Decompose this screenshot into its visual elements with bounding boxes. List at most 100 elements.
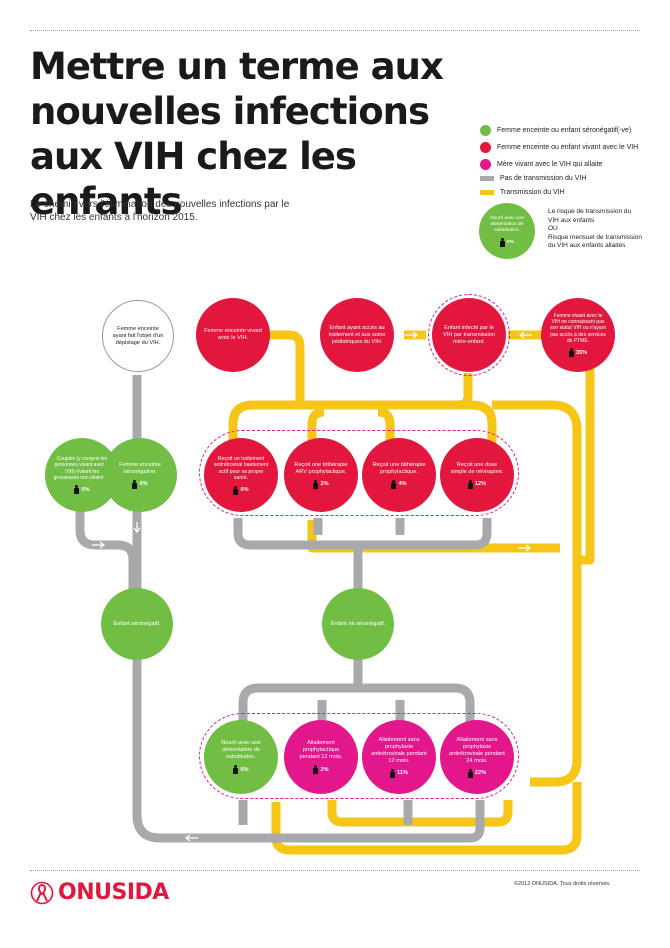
legend-label: Mère vivant avec le VIH qui allaite <box>497 161 603 168</box>
node-breastfeeding-12-months: Allaitement sans prophylaxie antirétrovi… <box>362 720 436 794</box>
feeding-options-group <box>199 713 519 799</box>
node-hiv-negative-woman: Femme enceinte séronégative. 0% <box>103 438 177 512</box>
gray-feeding-top-bus <box>238 683 475 722</box>
legend-item-transmission: Transmission du VIH <box>480 189 565 196</box>
green-circle-icon <box>480 125 491 136</box>
node-text: Femme enceinte vivant avec le VIH. <box>204 328 262 341</box>
legend-note-risk: Le risque de transmission du VIH aux enf… <box>548 208 632 224</box>
node-text: Enfant infecté par le VIH par transmissi… <box>443 324 495 345</box>
node-text: Reçoit une dose simple de névirapine. <box>450 461 504 475</box>
legend-note-monthly: Risque mensuel de transmission du VIH au… <box>548 233 642 250</box>
person-icon <box>233 765 239 774</box>
node-percent: 2% <box>313 479 329 489</box>
node-text: Allaitement sans prophylaxie antirétrovi… <box>371 736 427 764</box>
gray-bar-icon <box>480 176 494 181</box>
person-icon <box>391 479 397 489</box>
node-pregnant-woman-hiv: Femme enceinte vivant avec le VIH. <box>196 298 270 372</box>
node-percent: 4% <box>391 479 407 489</box>
node-single-dose-nevirapine: Reçoit une dose simple de névirapine. 12… <box>440 438 514 512</box>
node-percent: 0% <box>74 485 90 495</box>
red-circle-icon <box>480 142 491 153</box>
top-divider <box>30 30 640 31</box>
person-icon <box>467 768 473 778</box>
bottom-divider <box>30 870 640 871</box>
node-haart: Reçoit un traitement antirétroviral haut… <box>204 438 278 512</box>
legend-label: Transmission du VIH <box>500 189 565 196</box>
node-text: Allaitement sans prophylaxie antirétrovi… <box>449 736 505 764</box>
legend-label: Femme enceinte ou enfant vivant avec le … <box>497 144 639 151</box>
yellow-return-to-infected <box>271 782 582 855</box>
node-text: Couples (y compris les personnes vivant … <box>53 455 111 481</box>
gray-child-neg-down <box>132 655 218 843</box>
arrow-left-icon <box>519 331 532 339</box>
node-tested-pregnant-woman: Femme enceinte ayant fait l'objet d'un d… <box>102 300 174 372</box>
node-child-care-access: Enfant ayant accès au traitement et aux … <box>320 298 394 372</box>
node-child-infected: Enfant infecté par le VIH par transmissi… <box>428 294 510 376</box>
node-percent: 0% <box>233 485 249 495</box>
person-icon <box>132 479 138 489</box>
node-percent: 0% <box>233 765 249 774</box>
arrow-left-icon <box>185 834 198 842</box>
node-text: Femme vivant avec le VIH ne connaissant … <box>550 312 606 344</box>
node-text: Enfant né séronégatif. <box>330 620 386 627</box>
person-icon <box>74 485 80 495</box>
yellow-right-trunk <box>492 400 582 787</box>
node-unknown-status-woman: Femme vivant avec le VIH ne connaissant … <box>541 298 615 372</box>
legend-note: Le risque de transmission du VIH aux enf… <box>548 208 643 251</box>
node-replacement-feeding: Nourri avec une alimentation de substitu… <box>204 720 278 794</box>
legend-note-or: OU <box>548 225 558 232</box>
node-breastfeeding-24-months: Allaitement sans prophylaxie antirétrovi… <box>440 720 514 794</box>
node-percent: 2% <box>313 765 329 774</box>
legend-item-positive: Femme enceinte ou enfant vivant avec le … <box>480 142 638 153</box>
node-text: Reçoit une trithérapie ARV prophylactiqu… <box>294 461 348 475</box>
yellow-branch-bithérapie <box>377 407 395 452</box>
person-icon <box>313 479 319 489</box>
yellow-path-untested-to-treatments <box>457 373 473 410</box>
legend-item-breastfeeding: Mère vivant avec le VIH qui allaite <box>480 159 602 170</box>
onusida-logo: ONUSIDA <box>30 880 169 905</box>
legend-label: Pas de transmission du VIH <box>500 175 587 182</box>
person-icon <box>500 237 506 247</box>
node-born-negative-child: Enfant né séronégatif. <box>322 588 394 660</box>
yellow-bar-icon <box>480 190 494 195</box>
node-text: Enfant ayant accès au traitement et aux … <box>328 324 386 345</box>
node-text: Reçoit une bithérapie prophylactique. <box>372 461 426 475</box>
page-title: Mettre un terme aux nouvelles infections… <box>30 45 444 223</box>
node-percent: 12% <box>467 479 486 489</box>
node-text: Femme enceinte séronégative. <box>119 461 161 475</box>
arrow-right-icon <box>178 331 191 339</box>
node-text: Enfant séronégatif. <box>113 620 161 627</box>
arrow-right-icon <box>405 331 418 339</box>
node-text: Nourri avec une alimentation de substitu… <box>221 740 261 760</box>
logo-text: ONUSIDA <box>58 880 169 905</box>
legend-item-no-transmission: Pas de transmission du VIH <box>480 175 586 182</box>
node-triple-arv: Reçoit une trithérapie ARV prophylactiqu… <box>284 438 358 512</box>
person-icon <box>390 768 396 778</box>
node-text: Reçoit un traitement antirétroviral haut… <box>213 455 269 482</box>
arrow-right-icon <box>92 541 105 549</box>
person-icon <box>568 348 574 358</box>
node-percent: 0% <box>132 479 148 489</box>
gray-treatment-bottom-bus <box>233 518 492 550</box>
gray-couples-to-merge <box>75 505 138 592</box>
node-text: Allaitement prophylactique pendant 12 mo… <box>299 740 343 760</box>
node-percent: 35% <box>568 348 587 358</box>
gray-bottom-return <box>215 800 485 843</box>
pink-circle-icon <box>480 159 491 170</box>
person-icon <box>313 765 319 774</box>
node-text: Femme enceinte ayant fait l'objet d'un d… <box>112 325 164 346</box>
yellow-treatment-bus <box>228 400 497 452</box>
node-text: Nourri avec une alimentation de substitu… <box>490 215 524 233</box>
legend-example-node: Nourri avec une alimentation de substitu… <box>479 203 535 259</box>
person-icon <box>467 479 473 489</box>
arrow-down-icon <box>133 522 141 533</box>
no-transmission-paths <box>75 375 492 843</box>
legend-item-negative: Femme enceinte ou enfant séronégatif(-ve… <box>480 125 631 136</box>
yellow-feeding-bus <box>327 800 513 827</box>
red-ribbon-icon <box>30 881 54 904</box>
node-dual-prophylaxis: Reçoit une bithérapie prophylactique. 4% <box>362 438 436 512</box>
arrow-right-icon <box>518 544 531 552</box>
legend-label: Femme enceinte ou enfant séronégatif(-ve… <box>497 127 632 134</box>
node-percent: 0% <box>500 237 514 247</box>
page-subtitle: Le chemin vers l'élimination des nouvell… <box>30 199 290 223</box>
